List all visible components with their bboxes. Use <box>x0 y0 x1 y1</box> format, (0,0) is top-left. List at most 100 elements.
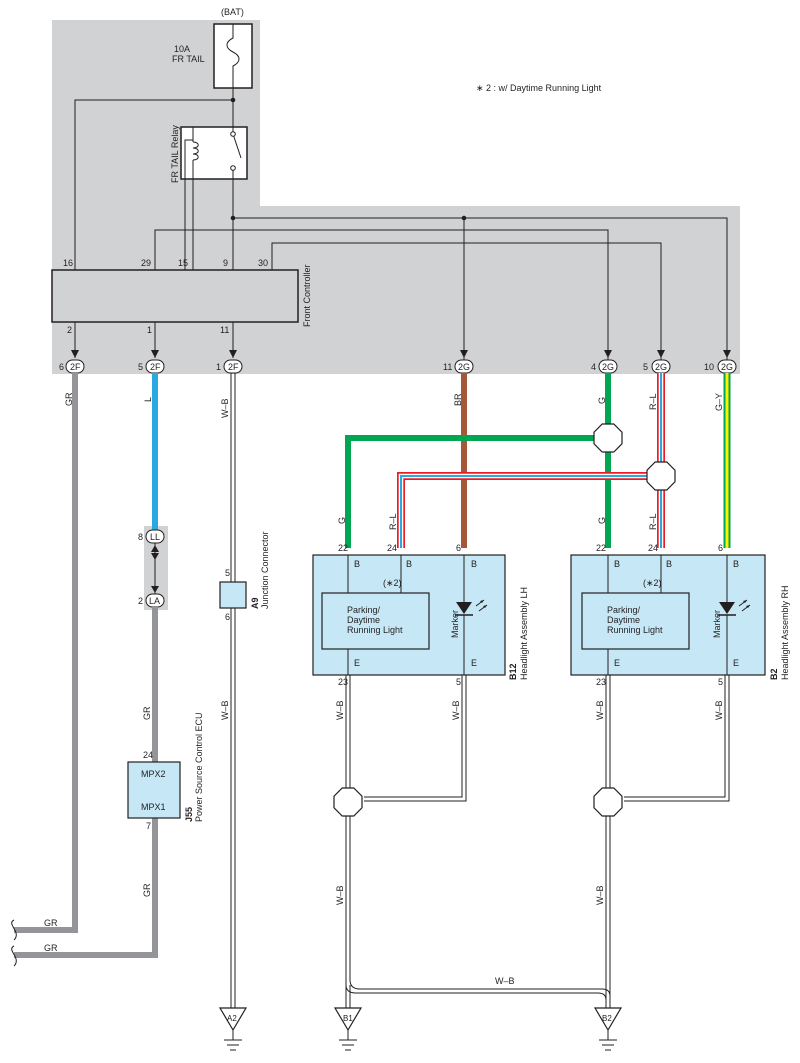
svg-text:LA: LA <box>149 596 160 606</box>
lh-code: B12 <box>508 663 518 680</box>
front-controller-name: Front Controller <box>302 264 312 327</box>
ecu-name: Power Source Control ECU <box>194 712 204 822</box>
svg-text:11: 11 <box>443 362 452 372</box>
wire-label-gy: G–Y <box>714 393 724 411</box>
splice-point-g <box>593 423 623 453</box>
wire-label-g: G <box>597 397 607 404</box>
lh-pin-5: 5 <box>456 677 461 687</box>
junction-code: A9 <box>250 597 260 609</box>
relay-contact <box>230 165 236 171</box>
bat-label: (BAT) <box>221 7 244 17</box>
lh-lamp-box <box>321 592 430 650</box>
wire-break-icon <box>11 919 17 967</box>
svg-text:2G: 2G <box>458 362 470 372</box>
wire-label-gr: GR <box>142 706 152 720</box>
lh-lamp-line1: Parking/ <box>347 605 381 615</box>
rh-lamp-line2: Daytime <box>607 615 640 625</box>
ground-wires-rh <box>605 675 730 1008</box>
fuse-element <box>226 24 240 88</box>
svg-text:6: 6 <box>59 362 64 372</box>
wire-29 <box>154 229 609 360</box>
wire-rl <box>397 373 665 548</box>
wire-label-wb: W–B <box>335 885 345 905</box>
svg-text:2G: 2G <box>602 362 614 372</box>
junction-name: Junction Connector <box>260 531 270 609</box>
lh-name: Headlight Assembly LH <box>519 587 529 680</box>
svg-text:4: 4 <box>591 362 596 372</box>
wire-label-gr: GR <box>142 883 152 897</box>
wire-label-wb: W–B <box>220 398 230 418</box>
wire-g <box>345 373 611 548</box>
rh-lamp-line1: Parking/ <box>607 605 641 615</box>
relay-name: FR TAIL Relay <box>170 125 180 183</box>
wire-gr-ecu <box>14 607 158 958</box>
splice-point-ground-lh <box>333 787 363 817</box>
lh-marker-label: Marker <box>450 610 460 638</box>
fc-pin-29: 29 <box>141 258 151 268</box>
lh-star-label: (∗2) <box>383 578 402 588</box>
rh-b-label: B <box>614 559 620 569</box>
connector-2g-11: 2G 11 <box>443 359 474 374</box>
wire-label-wb: W–B <box>595 885 605 905</box>
wire-label-rl: R–L <box>648 393 658 410</box>
wire-bus-right <box>233 217 728 360</box>
svg-text:8: 8 <box>138 532 143 542</box>
fc-pin-30: 30 <box>258 258 268 268</box>
fc-pin-1: 1 <box>147 325 152 335</box>
svg-text:B2: B2 <box>602 1014 612 1023</box>
rh-pin-23: 23 <box>596 677 606 687</box>
svg-text:2F: 2F <box>150 362 161 372</box>
lh-e-label: E <box>354 658 360 668</box>
lh-pin-23: 23 <box>338 677 348 687</box>
wire-label-rl: R–L <box>648 513 658 530</box>
svg-text:LL: LL <box>150 532 160 542</box>
rh-marker-led-icon <box>718 599 751 616</box>
svg-text:B1: B1 <box>343 1014 353 1023</box>
relay-box <box>180 126 248 180</box>
ground-b1-icon: B1 <box>333 1007 363 1051</box>
rh-star-label: (∗2) <box>643 578 662 588</box>
rh-internal-wires <box>607 555 728 675</box>
fc-pin-11: 11 <box>220 325 229 335</box>
wire-label-g: G <box>597 517 607 524</box>
svg-text:10: 10 <box>704 362 714 372</box>
fc-pin-16: 16 <box>63 258 73 268</box>
wire-split-16 <box>74 99 233 270</box>
ecu-pin-24: 24 <box>143 750 153 760</box>
relay-contact <box>230 131 236 137</box>
rh-lamp-box <box>581 592 690 650</box>
connector-2g-5: 2G 5 <box>643 359 671 374</box>
junction-pin-5: 5 <box>225 568 230 578</box>
svg-text:5: 5 <box>643 362 648 372</box>
connector-arrows <box>71 350 731 358</box>
lh-b-label: B <box>406 559 412 569</box>
fc-pin-2: 2 <box>67 325 72 335</box>
ecu-label-bottom: MPX1 <box>141 802 166 812</box>
rh-pin-22: 22 <box>596 543 606 553</box>
wire-label-wb: W–B <box>595 700 605 720</box>
wire-label-wb: W–B <box>220 700 230 720</box>
footnote: ∗ 2 : w/ Daytime Running Light <box>476 83 602 93</box>
splice-point-ground-rh <box>593 787 623 817</box>
svg-text:2G: 2G <box>655 362 667 372</box>
wire-label-l: L <box>143 397 153 402</box>
wire-label-gr: GR <box>44 918 58 928</box>
wire-label-g: G <box>337 517 347 524</box>
lh-internal-wires <box>347 555 465 675</box>
front-controller-box <box>51 269 299 323</box>
connector-2g-10: 2G 10 <box>704 359 737 374</box>
svg-text:2G: 2G <box>721 362 733 372</box>
wire-label-wb: W–B <box>451 700 461 720</box>
wire-label-rl: R–L <box>388 513 398 530</box>
ground-a2-icon: A2 <box>218 1007 248 1051</box>
fuse-name: FR TAIL <box>172 54 205 64</box>
wire-label-gr: GR <box>64 392 74 406</box>
splice-point-rl <box>646 461 676 491</box>
lh-lamp-line3: Running Light <box>347 625 403 635</box>
junction-connector-box <box>219 581 247 609</box>
svg-text:2F: 2F <box>70 362 81 372</box>
connector-2f-6: 2F 6 <box>59 359 85 374</box>
fc-pin-15: 15 <box>178 258 188 268</box>
relay-coil-icon <box>192 141 199 161</box>
